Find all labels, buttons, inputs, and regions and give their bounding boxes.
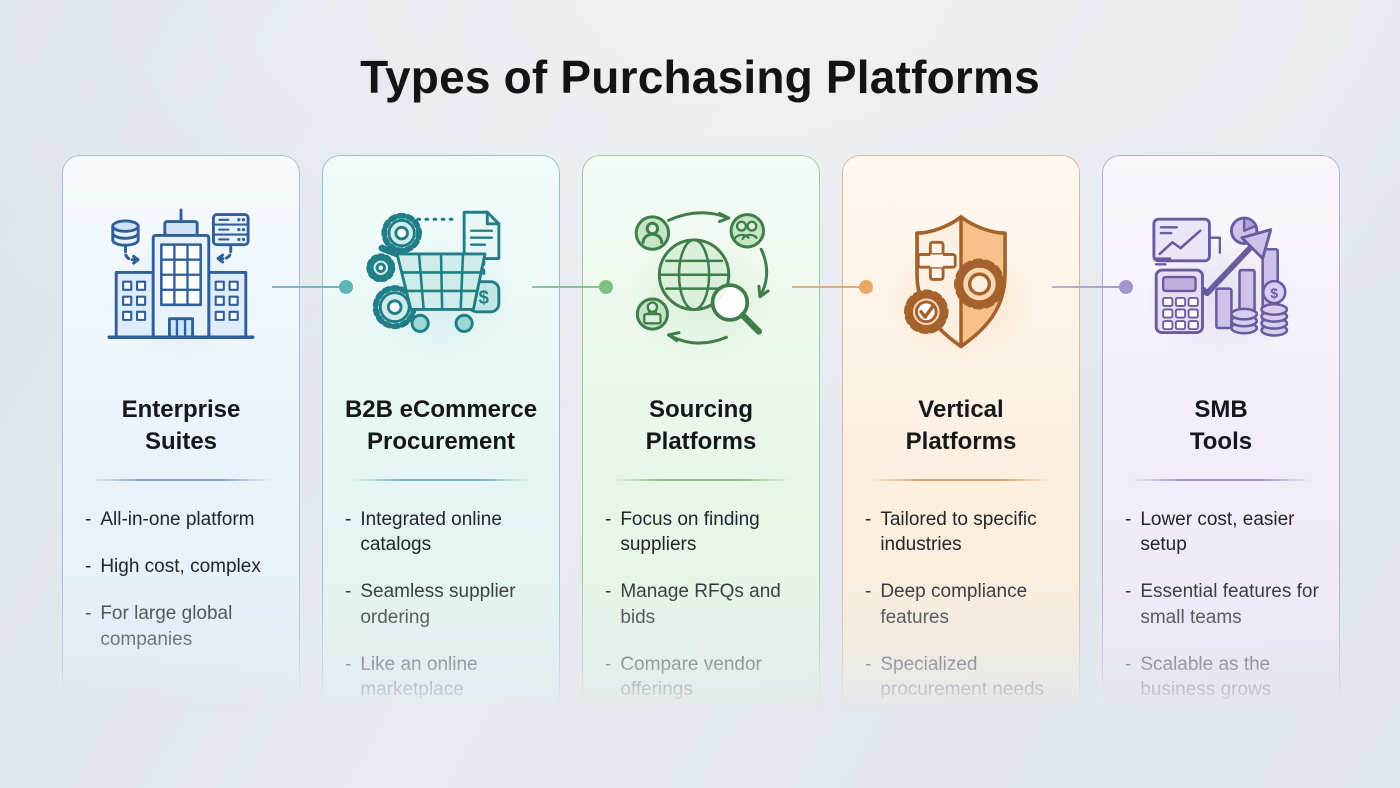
shopping-cart-gears-icon: $ bbox=[366, 210, 501, 333]
card-title: B2B eCommerce Procurement bbox=[344, 396, 538, 456]
connector-dot-teal bbox=[339, 280, 353, 294]
bullet-text: Tailored to specific industries bbox=[880, 509, 1037, 556]
bullet-item: -Scalable as the business grows bbox=[1125, 652, 1323, 702]
card-title: Sourcing Platforms bbox=[645, 396, 757, 456]
bullet-item: -Deep compliance features bbox=[865, 579, 1063, 629]
bullet-text: For large global companies bbox=[100, 603, 233, 650]
bullet-item: -Focus on finding suppliers bbox=[605, 507, 803, 557]
connector-dot-orange bbox=[859, 280, 873, 294]
card-sourcing-platforms: Sourcing Platforms -Focus on finding sup… bbox=[582, 155, 820, 715]
bullet-item: -Essential features for small teams bbox=[1125, 579, 1323, 629]
bullet-list: -Lower cost, easier setup -Essential fea… bbox=[1119, 507, 1323, 701]
card-smb-tools: $ SMB Tools -Lower cost, easier setup -E… bbox=[1102, 155, 1340, 715]
bullet-text: All-in-one platform bbox=[100, 509, 255, 531]
title-divider bbox=[871, 478, 1051, 482]
bullet-text: Specialized procurement needs bbox=[880, 653, 1045, 700]
bullet-item: -Integrated online catalogs bbox=[345, 507, 543, 557]
globe-search-network-icon bbox=[634, 211, 770, 345]
enterprise-buildings-icon bbox=[107, 208, 255, 339]
bullet-text: Essential features for small teams bbox=[1140, 581, 1319, 628]
bullet-list: -Integrated online catalogs -Seamless su… bbox=[339, 507, 543, 701]
connector-line-4 bbox=[1052, 280, 1133, 294]
title-divider bbox=[351, 478, 531, 482]
title-divider bbox=[91, 478, 271, 482]
title-divider bbox=[1131, 478, 1311, 482]
bullet-item: -Like an online marketplace bbox=[345, 652, 543, 702]
bullet-text: Lower cost, easier setup bbox=[1140, 509, 1295, 556]
bullet-item: -High cost, complex bbox=[85, 554, 283, 579]
bullet-list: -All-in-one platform -High cost, complex… bbox=[79, 507, 283, 651]
bullet-text: Scalable as the business grows bbox=[1140, 653, 1272, 700]
bullet-item: -All-in-one platform bbox=[85, 507, 283, 532]
bullet-item: -Compare vendor offerings bbox=[605, 652, 803, 702]
bullet-item: -Manage RFQs and bids bbox=[605, 579, 803, 629]
connector-dot-green bbox=[599, 280, 613, 294]
bullet-text: Compare vendor offerings bbox=[620, 653, 762, 700]
page-title: Types of Purchasing Platforms bbox=[360, 51, 1040, 103]
bullet-text: Seamless supplier ordering bbox=[360, 581, 516, 628]
card-enterprise-suites: Enterprise Suites -All-in-one platform -… bbox=[62, 155, 300, 715]
bullet-text: High cost, complex bbox=[100, 556, 261, 578]
bullet-item: -Specialized procurement needs bbox=[865, 652, 1063, 702]
card-vertical-platforms: Vertical Platforms -Tailored to specific… bbox=[842, 155, 1080, 715]
connector-line-1 bbox=[272, 280, 353, 294]
bullet-text: Integrated online catalogs bbox=[360, 509, 502, 556]
card-title: SMB Tools bbox=[1189, 396, 1253, 456]
bullet-text: Like an online marketplace bbox=[360, 653, 478, 700]
bullet-item: -Seamless supplier ordering bbox=[345, 579, 543, 629]
card-title: Enterprise Suites bbox=[121, 396, 241, 456]
bullet-item: -For large global companies bbox=[85, 601, 283, 651]
growth-chart-calculator-icon: $ bbox=[1152, 216, 1289, 337]
connector-dot-purple bbox=[1119, 280, 1133, 294]
title-divider bbox=[611, 478, 791, 482]
bullet-list: -Focus on finding suppliers -Manage RFQs… bbox=[599, 507, 803, 701]
bullet-item: -Tailored to specific industries bbox=[865, 507, 1063, 557]
bullet-text: Focus on finding suppliers bbox=[620, 509, 760, 556]
bullet-text: Manage RFQs and bids bbox=[620, 581, 781, 628]
bullet-item: -Lower cost, easier setup bbox=[1125, 507, 1323, 557]
shield-gear-compliance-icon bbox=[904, 215, 1007, 349]
cards-row: Enterprise Suites -All-in-one platform -… bbox=[62, 155, 1340, 715]
card-b2b-ecommerce-procurement: $ B2B eCommerce Procurement bbox=[322, 155, 560, 715]
bullet-text: Deep compliance features bbox=[880, 581, 1028, 628]
connector-line-3 bbox=[792, 280, 873, 294]
dollar-sign: $ bbox=[1270, 285, 1278, 301]
connector-line-2 bbox=[532, 280, 613, 294]
card-title: Vertical Platforms bbox=[905, 396, 1017, 456]
bullet-list: -Tailored to specific industries -Deep c… bbox=[859, 507, 1063, 701]
dollar-sign: $ bbox=[479, 287, 490, 308]
